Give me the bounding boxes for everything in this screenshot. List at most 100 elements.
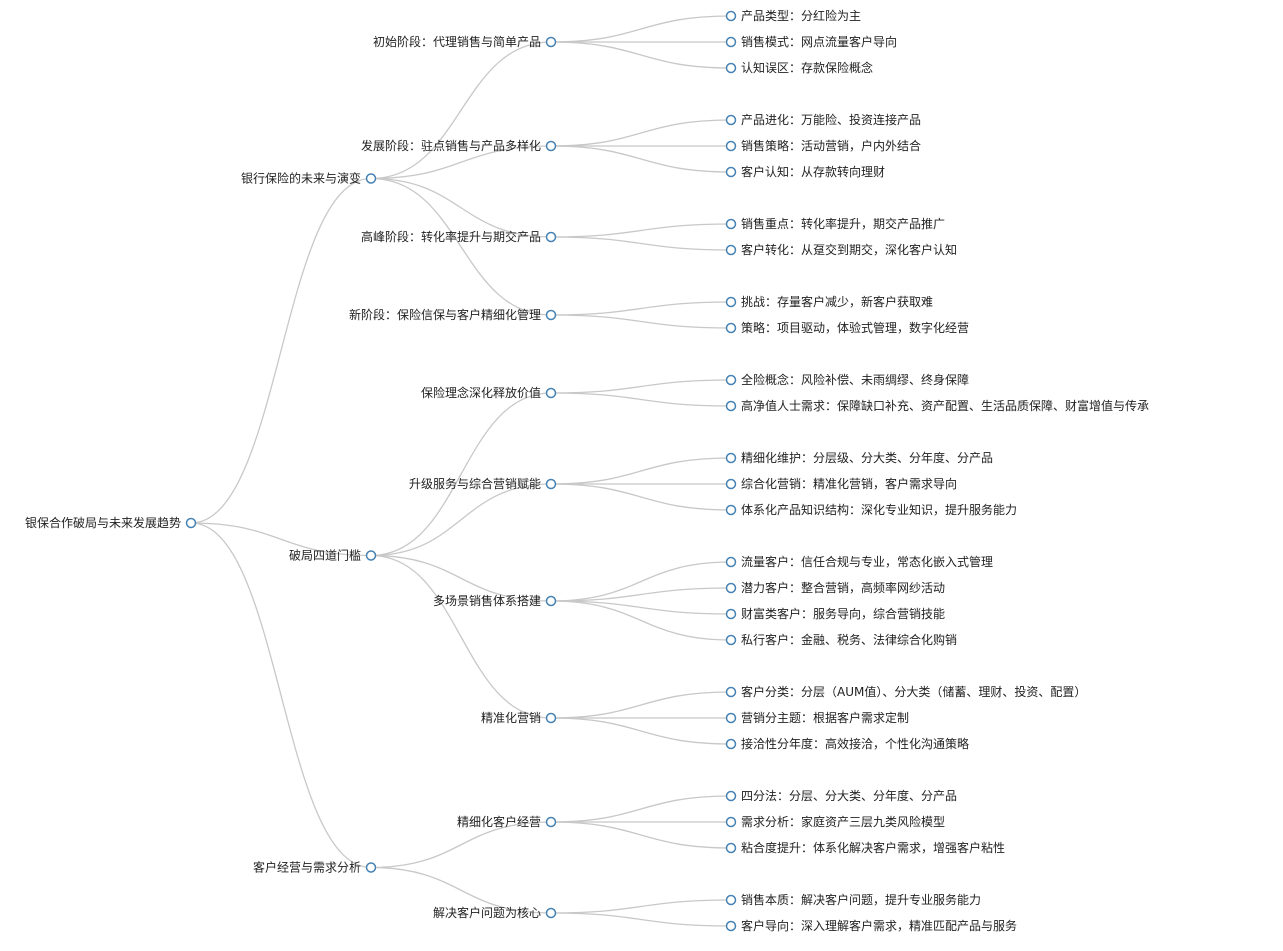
- mindmap-leaf-node[interactable]: 营销分主题：根据客户需求定制: [725, 710, 910, 725]
- node-toggle-circle[interactable]: [545, 36, 557, 48]
- mindmap-link: [550, 236, 732, 251]
- node-toggle-circle[interactable]: [545, 816, 557, 828]
- node-toggle-circle[interactable]: [725, 738, 737, 750]
- mindmap-link: [550, 587, 732, 602]
- mindmap-leaf-node[interactable]: 四分法：分层、分大类、分年度、分产品: [725, 788, 958, 803]
- node-toggle-circle[interactable]: [725, 582, 737, 594]
- mindmap-link: [550, 912, 732, 927]
- mindmap-leaf-node[interactable]: 流量客户：信任合规与专业，常态化嵌入式管理: [725, 554, 994, 569]
- mindmap-leaf-node[interactable]: 私行客户：金融、税务、法律综合化购销: [725, 632, 958, 647]
- mindmap-root-node[interactable]: 银保合作破局与未来发展趋势: [25, 515, 197, 530]
- mindmap-leaf-node[interactable]: 销售本质：解决客户问题，提升专业服务能力: [725, 892, 982, 907]
- mindmap-branch-node[interactable]: 多场景销售体系搭建: [433, 593, 557, 608]
- mindmap-branch-node[interactable]: 保险理念深化释放价值: [421, 385, 557, 400]
- mindmap-link: [550, 15, 732, 43]
- mindmap-leaf-node[interactable]: 销售模式：网点流量客户导向: [725, 34, 898, 49]
- mindmap-branch-node[interactable]: 高峰阶段：转化率提升与期交产品: [361, 229, 557, 244]
- node-toggle-circle[interactable]: [725, 166, 737, 178]
- node-toggle-circle[interactable]: [725, 634, 737, 646]
- mindmap-branch-node[interactable]: 初始阶段：代理销售与简单产品: [373, 34, 557, 49]
- mindmap-leaf-node[interactable]: 全险概念：风险补偿、未雨绸缪、终身保障: [725, 372, 970, 387]
- mindmap-leaf-node[interactable]: 潜力客户：整合营销，高频率网纱活动: [725, 580, 946, 595]
- node-label: 解决客户问题为核心: [433, 905, 541, 920]
- node-toggle-circle[interactable]: [725, 296, 737, 308]
- mindmap-leaf-node[interactable]: 体系化产品知识结构：深化专业知识，提升服务能力: [725, 502, 1018, 517]
- mindmap-leaf-node[interactable]: 高净值人士需求：保障缺口补充、资产配置、生活品质保障、财富增值与传承: [725, 398, 1150, 413]
- node-toggle-circle[interactable]: [725, 842, 737, 854]
- node-toggle-circle[interactable]: [725, 686, 737, 698]
- node-label: 认知误区：存款保险概念: [741, 60, 873, 75]
- mindmap-link: [190, 177, 372, 524]
- mindmap-nodes: 银保合作破局与未来发展趋势 银行保险的未来与演变 初始阶段：代理销售与简单产品 产品类…: [25, 8, 1149, 933]
- node-toggle-circle[interactable]: [725, 374, 737, 386]
- node-toggle-circle[interactable]: [725, 36, 737, 48]
- node-toggle-circle[interactable]: [725, 322, 737, 334]
- node-toggle-circle[interactable]: [545, 140, 557, 152]
- mindmap-branch-node[interactable]: 发展阶段：驻点销售与产品多样化: [361, 138, 557, 153]
- node-toggle-circle[interactable]: [725, 400, 737, 412]
- node-toggle-circle[interactable]: [545, 387, 557, 399]
- mindmap-leaf-node[interactable]: 客户分类：分层（AUM值）、分大类（储蓄、理财、投资、配置）: [725, 684, 1087, 699]
- node-toggle-circle[interactable]: [545, 478, 557, 490]
- mindmap-link: [550, 899, 732, 914]
- node-toggle-circle[interactable]: [545, 309, 557, 321]
- node-label: 流量客户：信任合规与专业，常态化嵌入式管理: [741, 554, 993, 569]
- node-toggle-circle[interactable]: [725, 62, 737, 74]
- mindmap-leaf-node[interactable]: 销售策略：活动营销，户内外结合: [725, 138, 922, 153]
- mindmap-leaf-node[interactable]: 精细化维护：分层级、分大类、分年度、分产品: [725, 450, 994, 465]
- mindmap-link: [550, 457, 732, 485]
- mindmap-link: [550, 145, 732, 173]
- node-label: 销售本质：解决客户问题，提升专业服务能力: [741, 892, 981, 907]
- node-toggle-circle[interactable]: [725, 452, 737, 464]
- mindmap-leaf-node[interactable]: 策略：项目驱动，体验式管理，数字化经营: [725, 320, 970, 335]
- mindmap-leaf-node[interactable]: 认知误区：存款保险概念: [725, 60, 874, 75]
- node-toggle-circle[interactable]: [725, 556, 737, 568]
- node-toggle-circle[interactable]: [725, 816, 737, 828]
- mindmap-leaf-node[interactable]: 粘合度提升：体系化解决客户需求，增强客户粘性: [725, 840, 1006, 855]
- node-toggle-circle[interactable]: [545, 595, 557, 607]
- mindmap-leaf-node[interactable]: 综合化营销：精准化营销，客户需求导向: [725, 476, 958, 491]
- node-toggle-circle[interactable]: [725, 608, 737, 620]
- node-toggle-circle[interactable]: [725, 478, 737, 490]
- node-toggle-circle[interactable]: [365, 173, 377, 184]
- mindmap-leaf-node[interactable]: 销售重点：转化率提升，期交产品推广: [725, 216, 946, 231]
- node-toggle-circle[interactable]: [725, 790, 737, 802]
- mindmap-leaf-node[interactable]: 挑战：存量客户减少，新客户获取难: [725, 294, 934, 309]
- mindmap-branch-node[interactable]: 精细化客户经营: [457, 814, 557, 829]
- mindmap-branch-node[interactable]: 升级服务与综合营销赋能: [409, 476, 557, 491]
- node-toggle-circle[interactable]: [725, 140, 737, 152]
- mindmap-leaf-node[interactable]: 客户导向：深入理解客户需求，精准匹配产品与服务: [725, 918, 1018, 933]
- mindmap-branch-node[interactable]: 新阶段：保险信保与客户精细化管理: [349, 307, 557, 322]
- node-label: 私行客户：金融、税务、法律综合化购销: [741, 632, 957, 647]
- node-toggle-circle[interactable]: [185, 517, 197, 529]
- node-label: 接洽性分年度：高效接洽，个性化沟通策略: [741, 736, 969, 751]
- node-label: 高峰阶段：转化率提升与期交产品: [361, 229, 541, 244]
- mindmap-branch-node[interactable]: 银行保险的未来与演变: [241, 171, 377, 186]
- node-toggle-circle[interactable]: [725, 894, 737, 906]
- node-toggle-circle[interactable]: [545, 231, 557, 243]
- node-toggle-circle[interactable]: [725, 114, 737, 126]
- node-toggle-circle[interactable]: [365, 862, 377, 873]
- mindmap-link: [550, 600, 732, 615]
- mindmap-leaf-node[interactable]: 财富类客户：服务导向，综合营销技能: [725, 606, 946, 621]
- node-toggle-circle[interactable]: [725, 920, 737, 932]
- mindmap-leaf-node[interactable]: 客户认知：从存款转向理财: [725, 164, 886, 179]
- mindmap-branch-node[interactable]: 精准化营销: [481, 711, 557, 725]
- node-toggle-circle[interactable]: [725, 712, 737, 724]
- mindmap-leaf-node[interactable]: 接洽性分年度：高效接洽，个性化沟通策略: [725, 736, 970, 751]
- node-toggle-circle[interactable]: [725, 218, 737, 230]
- mindmap-leaf-node[interactable]: 产品类型：分红险为主: [725, 8, 862, 23]
- node-label: 升级服务与综合营销赋能: [409, 476, 541, 491]
- mindmap-leaf-node[interactable]: 客户转化：从趸交到期交，深化客户认知: [725, 242, 958, 257]
- mindmap-branch-node[interactable]: 破局四道门槛: [289, 548, 377, 563]
- node-toggle-circle[interactable]: [545, 907, 557, 919]
- node-toggle-circle[interactable]: [725, 244, 737, 256]
- mindmap-branch-node[interactable]: 解决客户问题为核心: [433, 905, 557, 920]
- node-toggle-circle[interactable]: [725, 504, 737, 516]
- node-toggle-circle[interactable]: [545, 712, 557, 724]
- mindmap-leaf-node[interactable]: 需求分析：家庭资产三层九类风险模型: [725, 814, 946, 829]
- node-toggle-circle[interactable]: [725, 10, 737, 22]
- mindmap-leaf-node[interactable]: 产品进化：万能险、投资连接产品: [725, 112, 922, 127]
- mindmap-branch-node[interactable]: 客户经营与需求分析: [253, 860, 377, 875]
- node-toggle-circle[interactable]: [365, 550, 377, 561]
